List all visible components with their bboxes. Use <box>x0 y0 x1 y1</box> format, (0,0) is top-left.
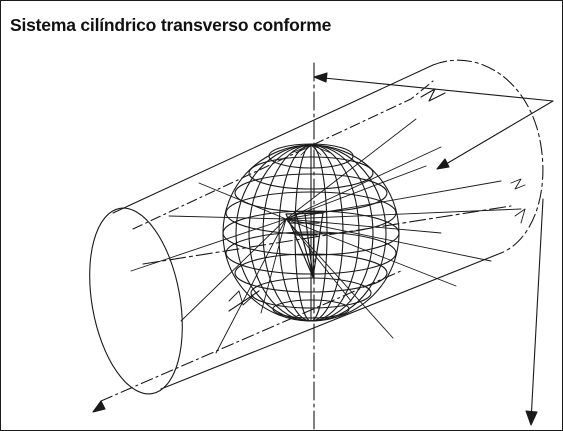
cylinder-marks <box>228 178 526 306</box>
cylinder-outline <box>100 64 512 402</box>
figure-title: Sistema cilíndrico transverso conforme <box>10 15 332 35</box>
globe <box>222 143 400 322</box>
cylinder-right-end <box>432 59 544 254</box>
cylinder-left-end <box>89 207 183 395</box>
diagonal-arrow <box>420 88 554 170</box>
globe-meridians <box>235 144 387 322</box>
bottom-left-arrow <box>92 400 106 413</box>
projection-triangle <box>285 212 324 278</box>
top-arrow <box>313 72 554 102</box>
bottom-right-arrow <box>525 198 544 426</box>
